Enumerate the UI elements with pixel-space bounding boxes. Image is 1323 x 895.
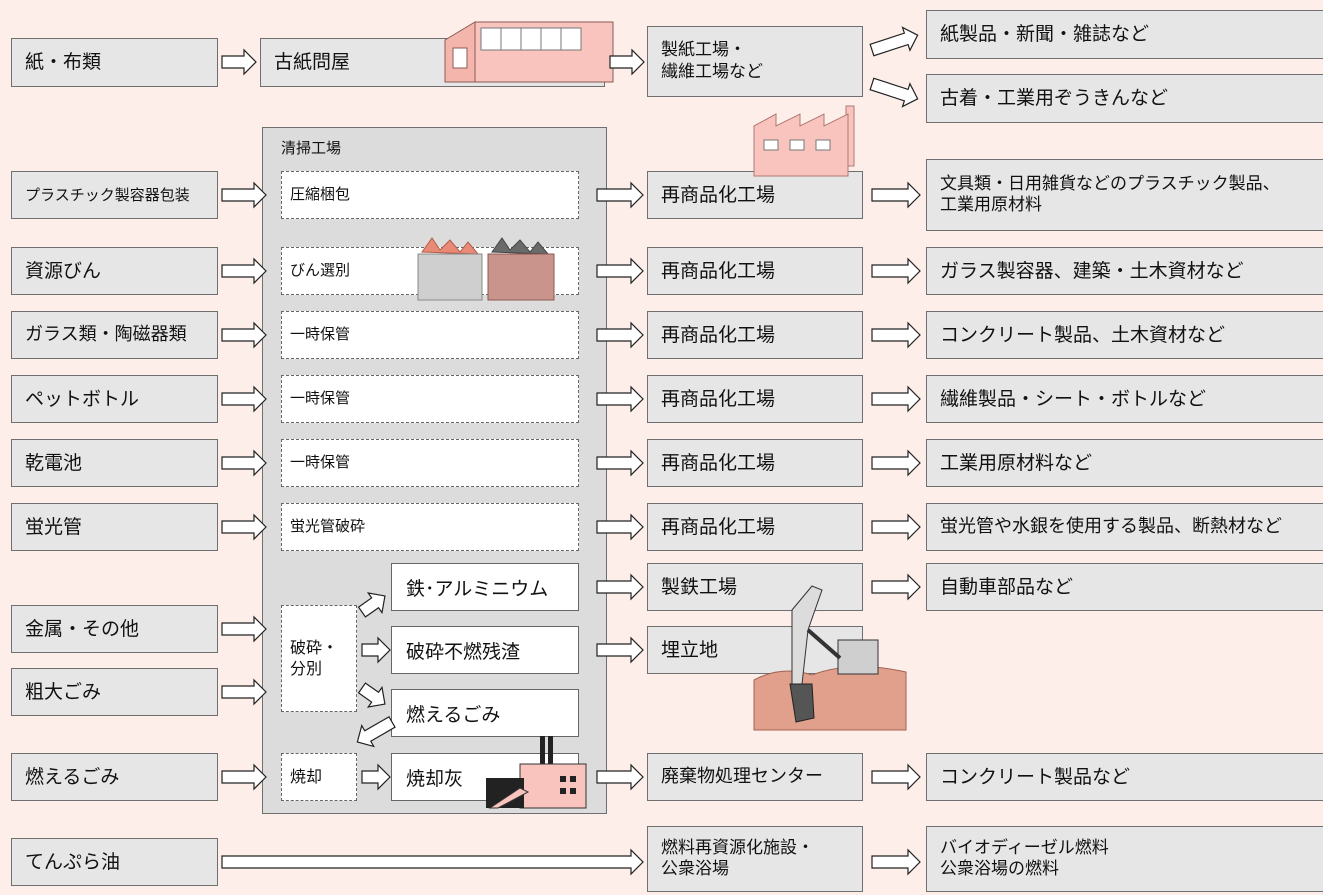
- arrow-bulky-to-crush: [221, 678, 267, 706]
- source-burnable-waste: 燃えるごみ: [11, 753, 218, 801]
- paper-textile-factory-box: 製紙工場・ 繊維工場など: [647, 26, 863, 97]
- arrow-source-to-plant-2: [221, 257, 267, 285]
- arrow-iron-to-steel: [596, 573, 644, 601]
- factory-line-2: 繊維工場など: [661, 61, 763, 82]
- product-mercury-insulation: 蛍光管や水銀を使用する製品、断熱材など: [926, 503, 1323, 551]
- arrow-plant-to-dest-5: [596, 449, 644, 477]
- factory-icon: [753, 105, 855, 177]
- dest-landfill: 埋立地: [647, 626, 863, 674]
- product-auto-parts: 自動車部品など: [926, 563, 1323, 611]
- product-fiber-sheet-bottle: 繊維製品・シート・ボトルなど: [926, 375, 1323, 423]
- arrow-plant-to-dest-2: [596, 257, 644, 285]
- source-metal-other: 金属・その他: [11, 605, 218, 653]
- product-paper: 紙製品・新聞・雑誌など: [926, 10, 1323, 59]
- crush-sort-line-1: 破砕・: [290, 637, 339, 657]
- dest-recycling-plant-5: 再商品化工場: [647, 439, 863, 487]
- fuel-facility-line-1: 燃料再資源化施設・: [661, 837, 814, 858]
- source-bottles: 資源びん: [11, 247, 218, 295]
- fuel-facility-line-2: 公衆浴場: [661, 859, 729, 879]
- dest-recycling-plant-6: 再商品化工場: [647, 503, 863, 551]
- process-compress: 圧縮梱包: [281, 171, 579, 219]
- iron-aluminum-box: 鉄･アルミニウム: [391, 563, 579, 611]
- dest-recycling-plant-2: 再商品化工場: [647, 247, 863, 295]
- arrow-dest-to-product-1: [871, 181, 921, 209]
- arrow-dealer-to-factory: [609, 48, 645, 76]
- arrow-plant-to-dest-3: [596, 321, 644, 349]
- arrow-source-to-plant-3: [221, 321, 267, 349]
- arrow-factory-to-used-clothes: [869, 77, 919, 108]
- arrow-dest-to-product-2: [871, 257, 921, 285]
- source-pet-bottles: ペットボトル: [11, 375, 218, 423]
- dest-steel-mill: 製鉄工場: [647, 563, 863, 611]
- crush-sort-line-2: 分別: [290, 658, 323, 678]
- arrow-dest-to-product-6: [871, 513, 921, 541]
- biodiesel-line-2: 公衆浴場の燃料: [940, 859, 1059, 879]
- arrow-ash-to-center: [596, 763, 644, 791]
- source-dry-batteries: 乾電池: [11, 439, 218, 487]
- arrow-incinerate-to-ash: [361, 763, 391, 791]
- arrow-paper-to-dealer: [221, 48, 257, 76]
- bottle-bins-icon: [417, 237, 555, 301]
- dest-recycling-plant-3: 再商品化工場: [647, 311, 863, 359]
- biodiesel-line-1: バイオディーゼル燃料: [940, 837, 1109, 858]
- product-used-clothes: 古着・工業用ぞうきんなど: [926, 74, 1323, 123]
- plastic-goods-line-2: 工業用原材料: [940, 195, 1042, 215]
- process-temp-storage-battery: 一時保管: [281, 439, 579, 487]
- product-plastic-goods: 文具類・日用雑貨などのプラスチック製品、 工業用原材料: [926, 159, 1323, 231]
- arrow-metal-to-crush: [221, 615, 267, 643]
- process-temp-storage-pet: 一時保管: [281, 375, 579, 423]
- arrow-fuel-facility-to-biodiesel: [871, 848, 921, 876]
- product-glass-building: ガラス製容器、建築・土木資材など: [926, 247, 1323, 295]
- source-bulky-waste: 粗大ごみ: [11, 668, 218, 716]
- arrow-burnable-to-incinerate: [356, 715, 396, 748]
- arrow-burn-to-incinerate: [221, 763, 267, 791]
- arrow-dest-to-product-3: [871, 321, 921, 349]
- source-glass-ceramics: ガラス類・陶磁器類: [11, 311, 218, 359]
- arrow-source-to-plant-5: [221, 449, 267, 477]
- crush-residue-box: 破砕不燃残渣: [391, 626, 579, 674]
- process-fluorescent-crush: 蛍光管破砕: [281, 503, 579, 551]
- product-industrial-material: 工業用原材料など: [926, 439, 1323, 487]
- arrow-crush-to-burnable: [357, 682, 386, 708]
- product-biodiesel: バイオディーゼル燃料 公衆浴場の燃料: [926, 826, 1323, 892]
- arrow-dest-to-product-5: [871, 449, 921, 477]
- source-tempura-oil: てんぷら油: [11, 838, 218, 886]
- dest-recycling-plant-4: 再商品化工場: [647, 375, 863, 423]
- product-concrete: コンクリート製品など: [926, 753, 1323, 801]
- arrow-steel-to-auto: [871, 573, 921, 601]
- arrow-source-to-plant-4: [221, 385, 267, 413]
- arrow-oil-to-fuel-facility: [221, 848, 644, 876]
- plastic-goods-line-1: 文具類・日用雑貨などのプラスチック製品、: [940, 173, 1280, 194]
- product-concrete-civil: コンクリート製品、土木資材など: [926, 311, 1323, 359]
- cleaning-plant-title: 清掃工場: [281, 139, 342, 157]
- source-plastic-packaging: プラスチック製容器包装: [11, 171, 218, 219]
- process-temp-storage-glass: 一時保管: [281, 311, 579, 359]
- arrow-plant-to-dest-1: [596, 181, 644, 209]
- warehouse-icon: [444, 21, 614, 83]
- dest-recycling-plant-1: 再商品化工場: [647, 171, 863, 219]
- arrow-plant-to-dest-4: [596, 385, 644, 413]
- incineration-plant-icon: [486, 736, 587, 809]
- arrow-source-to-plant-1: [221, 181, 267, 209]
- factory-line-1: 製紙工場・: [661, 40, 746, 61]
- arrow-source-to-plant-6: [221, 513, 267, 541]
- arrow-dest-to-product-4: [871, 385, 921, 413]
- dest-fuel-recycling-facility: 燃料再資源化施設・ 公衆浴場: [647, 826, 863, 892]
- arrow-crush-to-iron: [357, 592, 386, 618]
- arrow-crush-to-residue: [361, 636, 391, 664]
- excavator-landfill-icon: [753, 585, 907, 731]
- source-paper-cloth: 紙・布類: [11, 38, 218, 87]
- burnable-waste-box: 燃えるごみ: [391, 689, 579, 737]
- source-fluorescent-tubes: 蛍光管: [11, 503, 218, 551]
- arrow-residue-to-landfill: [596, 636, 644, 664]
- arrow-factory-to-paper-products: [869, 26, 919, 57]
- process-incinerate: 焼却: [281, 753, 357, 801]
- arrow-center-to-concrete: [871, 763, 921, 791]
- dest-waste-treatment-center: 廃棄物処理センター: [647, 753, 863, 801]
- arrow-plant-to-dest-6: [596, 513, 644, 541]
- process-crush-sort: 破砕・ 分別: [281, 605, 357, 712]
